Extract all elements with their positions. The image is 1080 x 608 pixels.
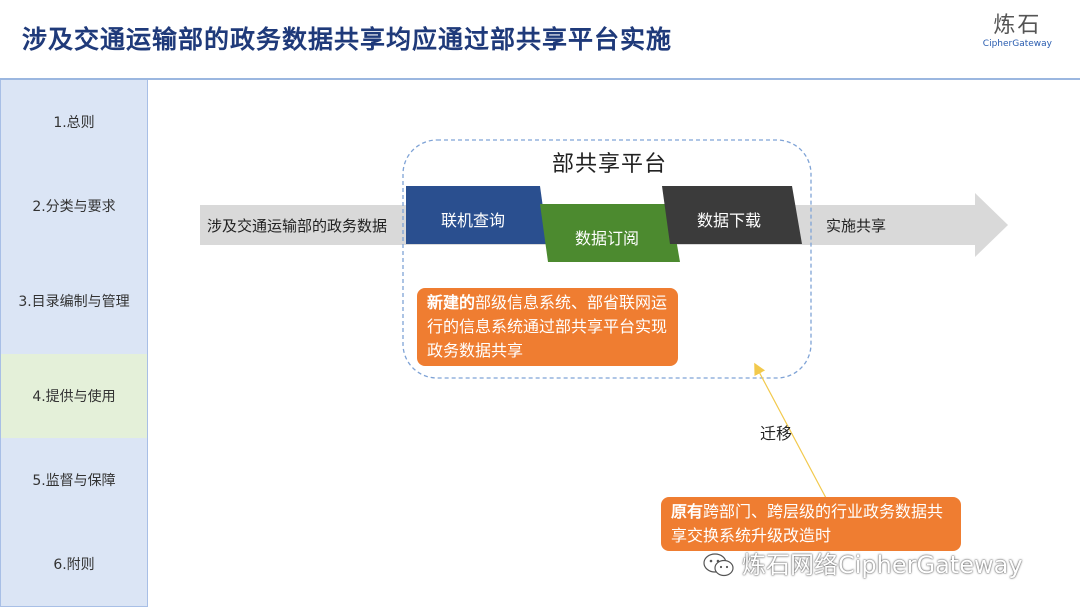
sidebar-item-label: 5.监督与保障 (32, 473, 116, 489)
sidebar-item-label: 6.附则 (53, 557, 95, 573)
logo-text-en: CipherGateway (982, 39, 1052, 49)
wechat-icon (703, 553, 734, 577)
output-label: 实施共享 (826, 217, 887, 235)
sidebar-item-label: 1.总则 (53, 115, 95, 131)
step-subscribe-label: 数据订阅 (575, 229, 640, 248)
callout-existing-systems: 原有跨部门、跨层级的行业政务数据共享交换系统升级改造时 (661, 497, 961, 551)
platform-title: 部共享平台 (552, 152, 668, 177)
sidebar-item-appendix[interactable]: 6.附则 (0, 522, 148, 607)
sidebar-item-catalog[interactable]: 3.目录编制与管理 (0, 248, 148, 355)
logo-text-cn: 炼石 (993, 13, 1042, 38)
step-download-shape (662, 186, 802, 244)
step-online-query-label: 联机查询 (441, 211, 506, 230)
callout-old-bold: 原有 (671, 502, 704, 521)
step-download-label: 数据下载 (697, 211, 762, 230)
platform-boundary (402, 139, 812, 379)
callout-old-text: 跨部门、跨层级的行业政务数据共享交换系统升级改造时 (671, 502, 944, 545)
step-subscribe-shape (540, 204, 680, 262)
input-label: 涉及交通运输部的政务数据 (207, 217, 388, 235)
sidebar-item-provide-use[interactable]: 4.提供与使用 (0, 354, 148, 439)
sidebar-item-label: 2.分类与要求 (32, 199, 116, 215)
sidebar-item-label: 3.目录编制与管理 (18, 294, 130, 310)
migrate-label: 迁移 (760, 424, 793, 443)
watermark-text: 炼石网络CipherGateway (742, 551, 1023, 579)
sidebar-nav: 1.总则 2.分类与要求 3.目录编制与管理 4.提供与使用 5.监督与保障 6… (0, 80, 148, 608)
callout-new-systems: 新建的部级信息系统、部省联网运行的信息系统通过部共享平台实现政务数据共享 (417, 288, 678, 366)
header-divider (0, 78, 1080, 80)
sidebar-item-label: 4.提供与使用 (32, 389, 116, 405)
migrate-connector (754, 362, 827, 499)
callout-new-text: 部级信息系统、部省联网运行的信息系统通过部共享平台实现政务数据共享 (427, 293, 668, 360)
sidebar-item-supervision[interactable]: 5.监督与保障 (0, 438, 148, 523)
page-title: 涉及交通运输部的政务数据共享均应通过部共享平台实施 (22, 25, 673, 54)
sidebar-item-classification[interactable]: 2.分类与要求 (0, 164, 148, 249)
step-online-query-shape (406, 186, 548, 244)
callout-new-bold: 新建的 (427, 293, 476, 312)
brand-logo: 炼石 CipherGateway (983, 14, 1052, 50)
